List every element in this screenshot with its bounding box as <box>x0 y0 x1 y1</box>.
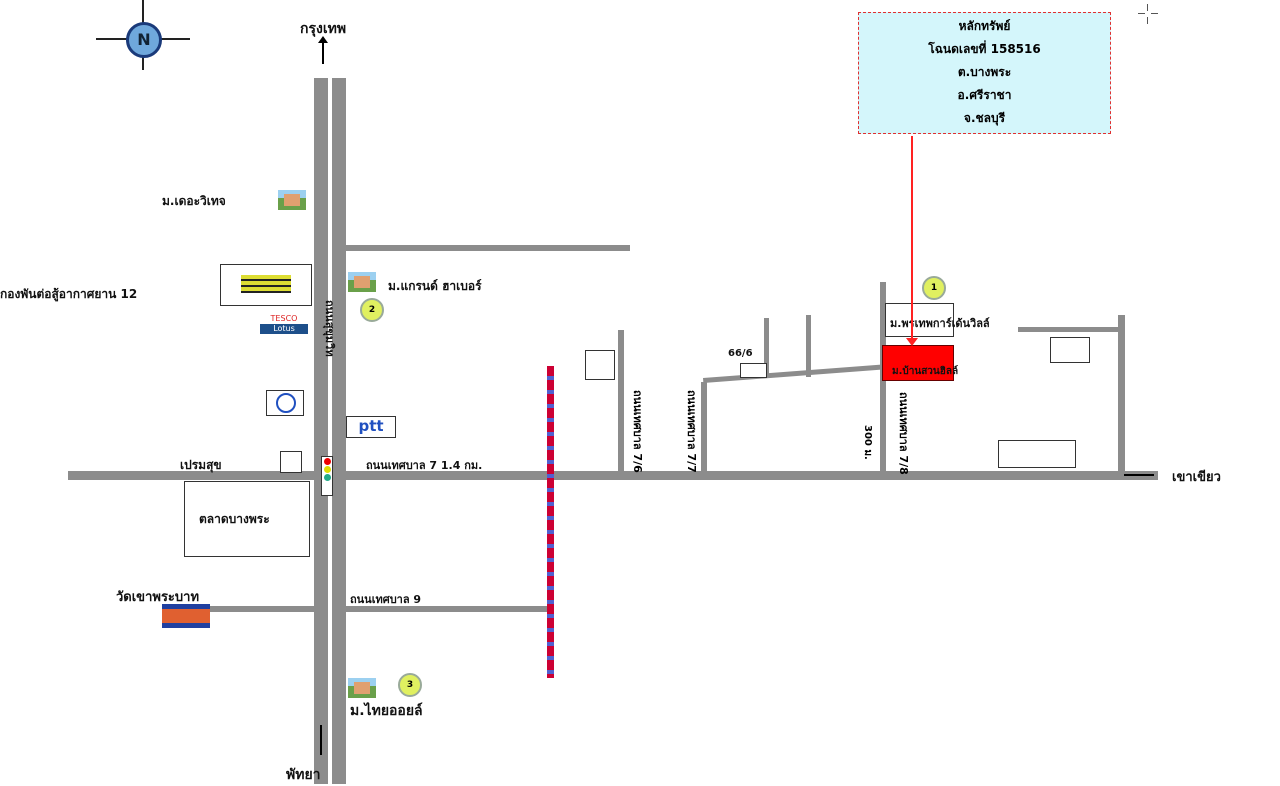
pornthep-box <box>885 303 954 337</box>
arrow-up-icon <box>318 36 328 64</box>
label-66-6: 66/6 <box>728 348 753 359</box>
temple-icon <box>162 604 210 628</box>
house-icon <box>278 190 306 210</box>
sukhumvit-road-left <box>314 78 328 784</box>
info-deed: โฉนดเลขที่ 158516 <box>928 42 1041 56</box>
label-pornthep: ม.พรเทพการ์เด้นวิลล์ <box>890 317 990 330</box>
marker-1: 1 <box>922 276 946 300</box>
label-village-top: ม.เดอะวิเทจ <box>162 194 226 208</box>
side-road <box>806 315 811 377</box>
ptt-logo: ptt <box>346 416 396 438</box>
road-9 <box>346 606 548 612</box>
pointer-line <box>911 136 913 340</box>
sukhumvit-road-right <box>332 78 346 784</box>
crosshair-icon <box>1138 4 1158 24</box>
building-box <box>280 451 302 473</box>
house-icon <box>348 272 376 292</box>
info-province: จ.ชลบุรี <box>963 111 1006 125</box>
ship-icon <box>241 275 291 293</box>
army-box <box>220 264 312 306</box>
info-title: หลักทรัพย์ <box>958 19 1011 33</box>
arrow-right-icon <box>1124 474 1154 476</box>
pointer-arrow-icon <box>906 338 918 346</box>
label-baansuan: ม.บ้านสวนฮิลล์ <box>892 366 959 377</box>
compass: N <box>96 0 192 72</box>
label-premsuk: เปรมสุข <box>180 458 222 472</box>
property-info-box: หลักทรัพย์ โฉนดเลขที่ 158516 ต.บางพระ อ.… <box>858 12 1111 134</box>
road-7-6 <box>618 330 624 475</box>
building-box <box>585 350 615 380</box>
label-temple: วัดเขาพระบาท <box>116 590 200 605</box>
arrow-down-icon <box>320 725 322 755</box>
slanted-road <box>703 364 883 383</box>
info-subdistrict: ต.บางพระ <box>957 65 1012 79</box>
side-road <box>1118 315 1125 473</box>
target-property <box>882 345 954 381</box>
label-road-7-6: ถนนเทศบาล 7/6 <box>631 390 644 473</box>
label-road-7-8: ถนนเทศบาล 7/8 <box>897 392 910 475</box>
label-300m: 300 ม. <box>862 425 873 460</box>
info-district: อ.ศรีราชา <box>957 88 1012 102</box>
label-road-9: ถนนเทศบาล 9 <box>350 593 422 606</box>
road-north <box>346 245 630 251</box>
label-khao-khiao: เขาเขียว <box>1172 470 1221 485</box>
label-grand-harbour: ม.แกรนด์ ฮาเบอร์ <box>388 279 482 293</box>
label-thaioil: ม.ไทยออยล์ <box>350 703 423 719</box>
label-pattaya: พัทยา <box>286 767 321 783</box>
label-market: ตลาดบางพระ <box>199 512 270 526</box>
building-box <box>998 440 1076 468</box>
railway <box>547 366 554 678</box>
label-army: กองพันต่อสู้อากาศยาน 12 <box>0 287 138 301</box>
side-road <box>1018 327 1120 332</box>
market-box: ตลาดบางพระ <box>184 481 310 557</box>
road-9-left <box>200 606 314 612</box>
bank-logo <box>266 390 304 416</box>
building-box <box>1050 337 1090 363</box>
marker-2: 2 <box>360 298 384 322</box>
label-sukhumvit: ถนนสุขุมวิท <box>323 300 336 357</box>
label-bangkok: กรุงเทพ <box>300 21 347 37</box>
label-road-7-7: ถนนเทศบาล 7/7 <box>685 390 698 473</box>
marker-3: 3 <box>398 673 422 697</box>
building-box <box>740 363 767 378</box>
side-road <box>764 318 769 378</box>
north-label: N <box>126 22 162 58</box>
label-road-7: ถนนเทศบาล 7 1.4 กม. <box>366 459 483 472</box>
road-7-7 <box>701 382 707 475</box>
road-7 <box>68 471 1158 480</box>
house-icon <box>348 678 376 698</box>
traffic-light-icon <box>321 456 333 496</box>
